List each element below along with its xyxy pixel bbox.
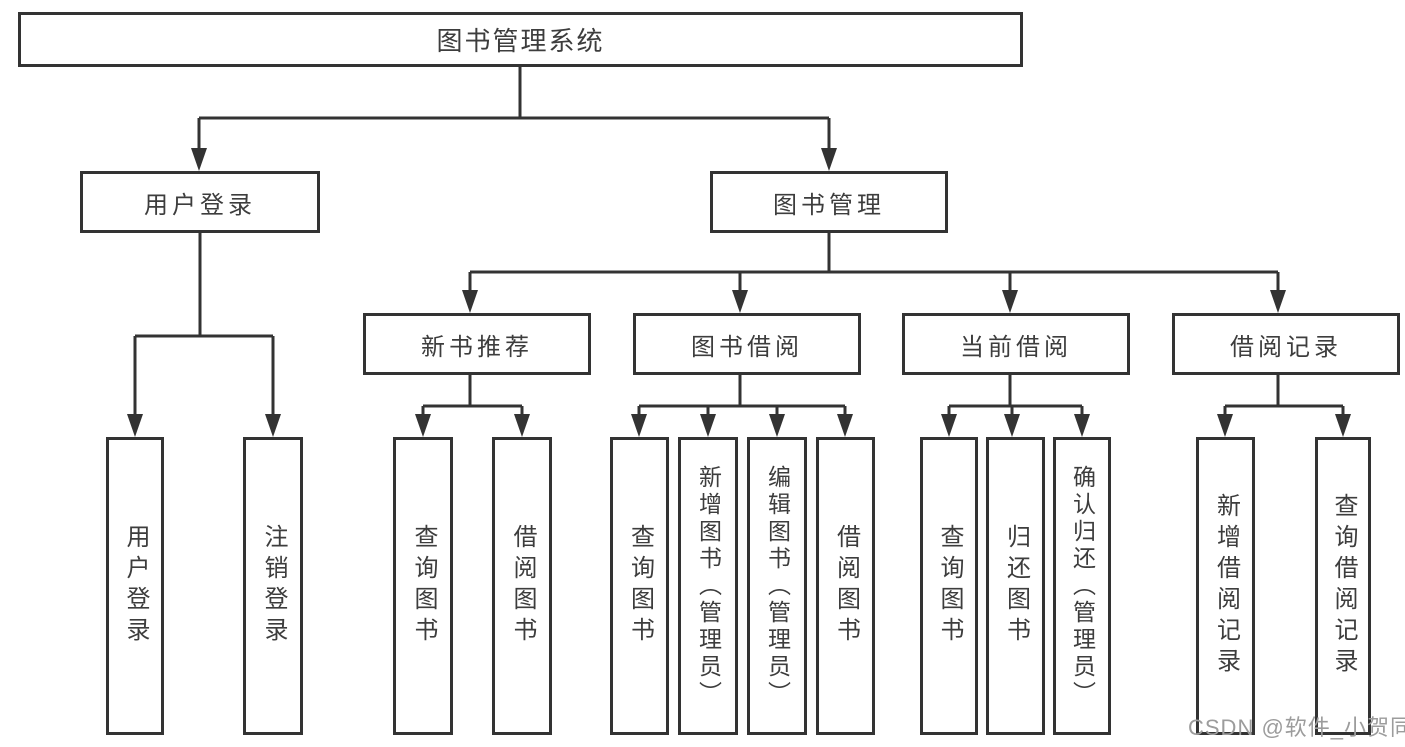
- node-current-borrowing: 当前借阅: [902, 313, 1130, 375]
- edge-records-to-leaves: [1223, 375, 1345, 416]
- leaf-label: 注销登录: [260, 524, 287, 648]
- leaf-query-books-current: 查询图书: [920, 437, 978, 735]
- arrow-down-icons: [127, 148, 1351, 437]
- node-label: 用户登录: [144, 191, 256, 219]
- leaf-logout: 注销登录: [243, 437, 303, 735]
- node-library-system: 图书管理系统: [18, 12, 1023, 67]
- node-user-login: 用户登录: [80, 171, 320, 233]
- leaf-edit-book-admin: 编辑图书（管理员）: [747, 437, 807, 735]
- node-label: 新书推荐: [421, 333, 533, 361]
- leaf-label: 借阅图书: [509, 524, 536, 648]
- node-label: 图书管理: [773, 191, 885, 219]
- edge-recommendation-to-leaves: [421, 375, 524, 416]
- node-borrowing-records: 借阅记录: [1172, 313, 1400, 375]
- leaf-label: 确认归还（管理员）: [1069, 464, 1096, 708]
- edge-current-to-leaves: [947, 375, 1084, 416]
- leaf-query-books-borrowing: 查询图书: [610, 437, 669, 735]
- edge-borrowing-to-leaves: [637, 375, 847, 416]
- leaf-label: 借阅图书: [832, 524, 860, 648]
- node-label: 图书管理系统: [436, 26, 605, 56]
- node-label: 借阅记录: [1230, 333, 1342, 361]
- leaf-return-books: 归还图书: [986, 437, 1045, 735]
- csdn-watermark: CSDN @软件_小贺同学: [1188, 715, 1405, 740]
- leaf-borrow-books-borrowing: 借阅图书: [816, 437, 875, 735]
- leaf-label: 新增借阅记录: [1212, 493, 1240, 679]
- leaf-query-borrow-record: 查询借阅记录: [1315, 437, 1371, 735]
- node-label: 当前借阅: [960, 333, 1072, 361]
- leaf-add-book-admin: 新增图书（管理员）: [678, 437, 738, 735]
- leaf-label: 查询图书: [410, 524, 437, 648]
- leaf-confirm-return-admin: 确认归还（管理员）: [1053, 437, 1111, 735]
- node-book-management: 图书管理: [710, 171, 948, 233]
- leaf-label: 查询图书: [626, 524, 654, 648]
- edge-root-to-level2: [197, 67, 831, 150]
- leaf-label: 查询图书: [936, 524, 963, 648]
- node-new-book-recommendation: 新书推荐: [363, 313, 591, 375]
- leaf-label: 编辑图书（管理员）: [764, 464, 791, 708]
- leaf-label: 归还图书: [1002, 524, 1030, 648]
- node-label: 图书借阅: [691, 333, 803, 361]
- edge-user-login-to-leaves: [133, 233, 275, 416]
- leaf-label: 用户登录: [122, 524, 149, 648]
- leaf-label: 查询借阅记录: [1330, 493, 1357, 679]
- edge-book-management-to-level3: [468, 233, 1280, 292]
- leaf-borrow-books-recommend: 借阅图书: [492, 437, 552, 735]
- leaf-label: 新增图书（管理员）: [695, 464, 722, 708]
- node-book-borrowing: 图书借阅: [633, 313, 861, 375]
- leaf-user-login: 用户登录: [106, 437, 164, 735]
- leaf-add-borrow-record: 新增借阅记录: [1196, 437, 1255, 735]
- leaf-query-books-recommend: 查询图书: [393, 437, 453, 735]
